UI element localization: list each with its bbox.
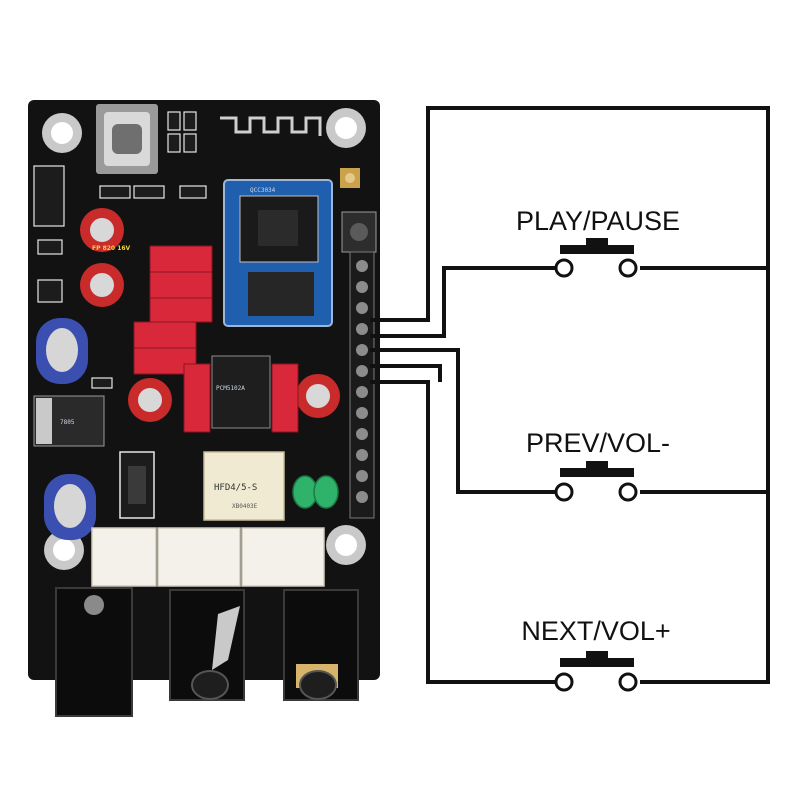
module-label: QCC3034 (250, 187, 276, 194)
voltage-regulator: 7805 (33, 395, 105, 447)
smd-fuse (119, 451, 155, 519)
button-play-pause: PLAY/PAUSE (516, 206, 680, 278)
pin-header (349, 251, 375, 519)
jst-connectors (91, 527, 325, 587)
wire-next (370, 364, 442, 382)
button-label-play-pause: PLAY/PAUSE (516, 206, 680, 236)
button-label-next-vol-up: NEXT/VOL+ (521, 616, 670, 646)
mounting-hole-bottom-left (44, 530, 84, 570)
pcb-antenna-trace (220, 116, 322, 136)
relay-code: XB0403E (232, 503, 258, 510)
dac-chip-label: PCM5102A (216, 385, 245, 392)
mounting-hole-top-right (326, 108, 366, 148)
button-prev-vol-down: PREV/VOL- (526, 428, 670, 502)
button-next-vol-up: NEXT/VOL+ (521, 616, 671, 692)
wire-prev (370, 348, 556, 494)
green-leds (292, 475, 339, 509)
cap-text: FP 820 16V (92, 245, 131, 252)
relay-label: HFD4/5-S (214, 483, 257, 493)
audio-jack-right (283, 589, 359, 701)
bluetooth-audio-board: QCC3034 (28, 100, 380, 717)
onboard-switch (341, 211, 377, 253)
antenna-connector (340, 168, 360, 188)
audio-jack-left (169, 589, 245, 701)
dc-power-jack (55, 587, 133, 717)
wiring (370, 106, 770, 684)
relay: HFD4/5-S XB0403E (203, 451, 285, 521)
smd-components-left (33, 165, 113, 389)
button-label-prev-vol-down: PREV/VOL- (526, 428, 670, 458)
regulator-label: 7805 (60, 419, 75, 426)
red-electrolytic-capacitors: FP 820 16V (80, 208, 340, 422)
wire-common-bottom (370, 380, 560, 684)
mounting-hole-bottom-right (326, 525, 366, 565)
bluetooth-module: QCC3034 (223, 179, 333, 327)
wire-common (370, 106, 770, 684)
film-capacitors (133, 245, 299, 433)
wire-play-pause (370, 266, 556, 338)
usb-c-port (96, 104, 158, 174)
smd-resistors-top (99, 111, 207, 199)
mounting-hole-top-left (42, 113, 82, 153)
blue-electrolytic-capacitors (36, 318, 96, 540)
dac-chip: PCM5102A (211, 355, 271, 429)
